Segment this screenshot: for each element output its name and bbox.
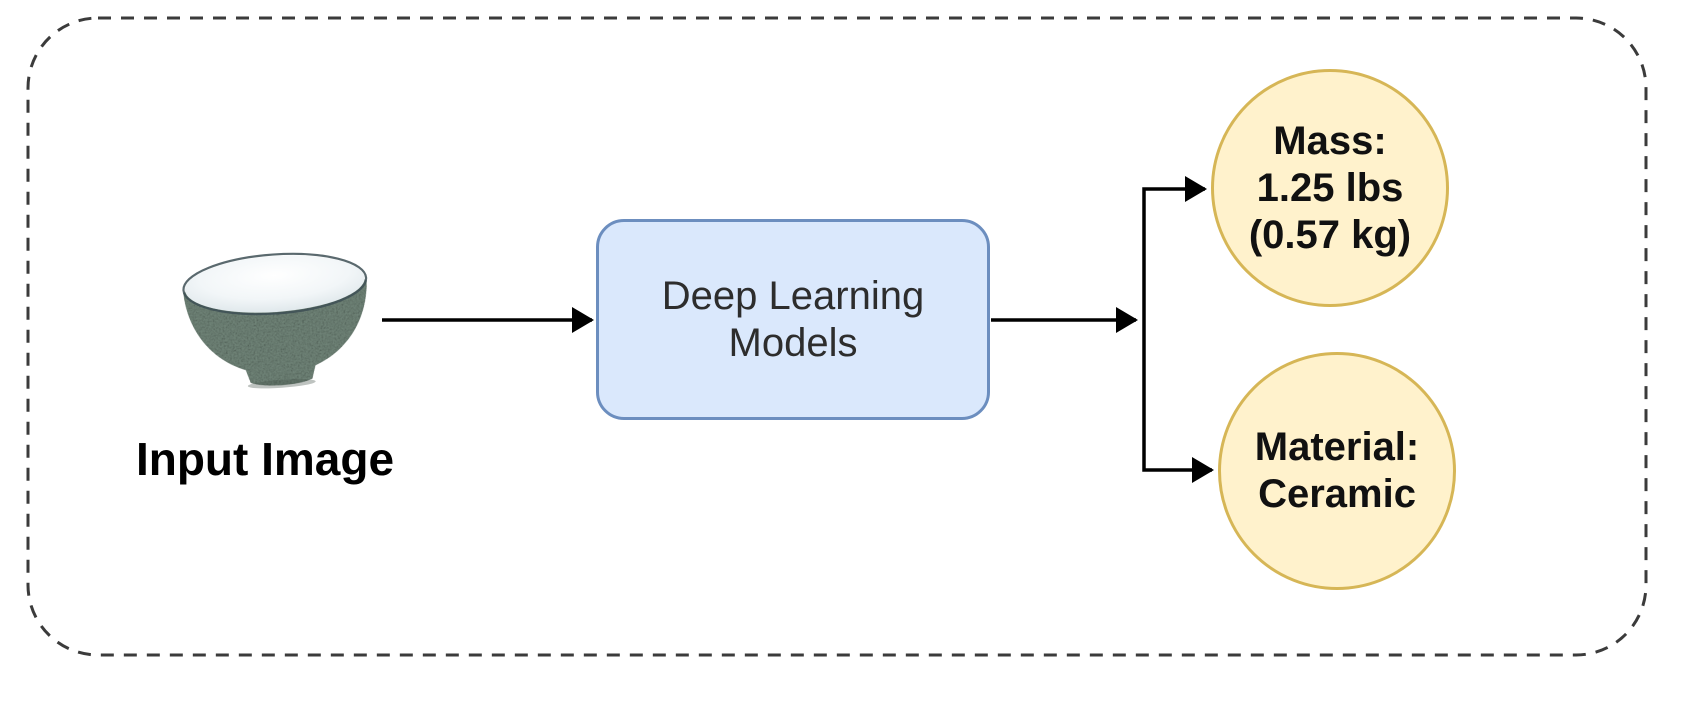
input-image-caption: Input Image <box>135 433 395 485</box>
bowl-image <box>182 252 368 389</box>
output-node-material: Material: Ceramic <box>1218 352 1456 590</box>
arrow-junction-to-material <box>1142 320 1214 483</box>
arrow-junction-to-mass <box>1142 176 1207 320</box>
dashed-frame <box>26 16 1648 657</box>
process-node-label: Deep Learning Models <box>661 273 925 365</box>
mass-node-label: Mass: 1.25 lbs (0.57 kg) <box>1248 118 1412 257</box>
process-node-deep-learning-models: Deep Learning Models <box>596 219 990 420</box>
output-node-mass: Mass: 1.25 lbs (0.57 kg) <box>1211 69 1449 307</box>
material-node-label: Material: Ceramic <box>1254 425 1420 516</box>
